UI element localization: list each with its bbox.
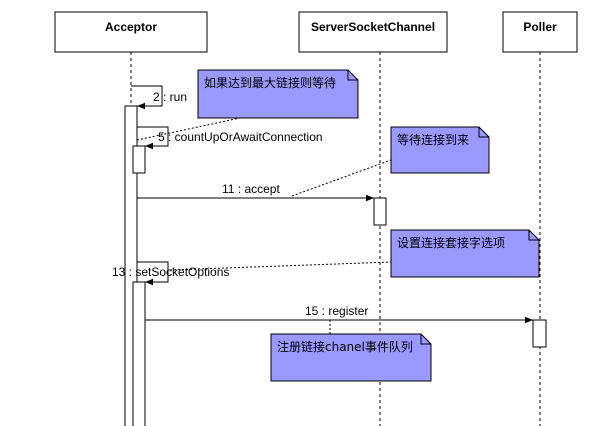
note-register: 注册链接chanel事件队列 [270,320,432,382]
participant-acceptor-label: Acceptor [105,20,157,34]
participant-acceptor: Acceptor [54,11,208,53]
activation-acceptor-count [132,145,146,174]
message-register: 15 : register [145,304,533,324]
message-register-label: 15 : register [305,304,368,318]
message-run: 2 : run [131,85,187,110]
message-count-up-label: 5 : countUpOrAwaitConnection [158,130,323,144]
message-accept-label: 11 : accept [222,182,280,196]
note-wait-conn-text: 等待连接到来 [397,132,469,147]
participant-poller-label: Poller [523,20,557,34]
message-count-up: 5 : countUpOrAwaitConnection [137,126,323,150]
activation-poller [532,319,547,348]
message-run-label: 2 : run [153,90,187,104]
note-register-text: 注册链接chanel事件队列 [277,339,413,354]
participant-poller: Poller [502,11,578,53]
note-wait-conn: 等待连接到来 [291,126,490,197]
message-set-socket-options-label: 13 : setSocketOptions [112,265,229,279]
message-set-socket-options: 13 : setSocketOptions [112,261,229,286]
participant-server-socket-channel-label: ServerSocketChannel [311,20,435,34]
note-set-options: 设置连接套接字选项 [169,229,540,278]
message-accept: 11 : accept [137,182,374,202]
activation-server-socket-channel [373,197,387,226]
note-wait-max: 如果达到最大链接则等待 [136,69,359,141]
note-wait-max-text: 如果达到最大链接则等待 [204,75,336,90]
activation-acceptor-options [132,281,146,426]
note-set-options-text: 设置连接套接字选项 [397,235,505,250]
participant-server-socket-channel: ServerSocketChannel [298,11,448,53]
